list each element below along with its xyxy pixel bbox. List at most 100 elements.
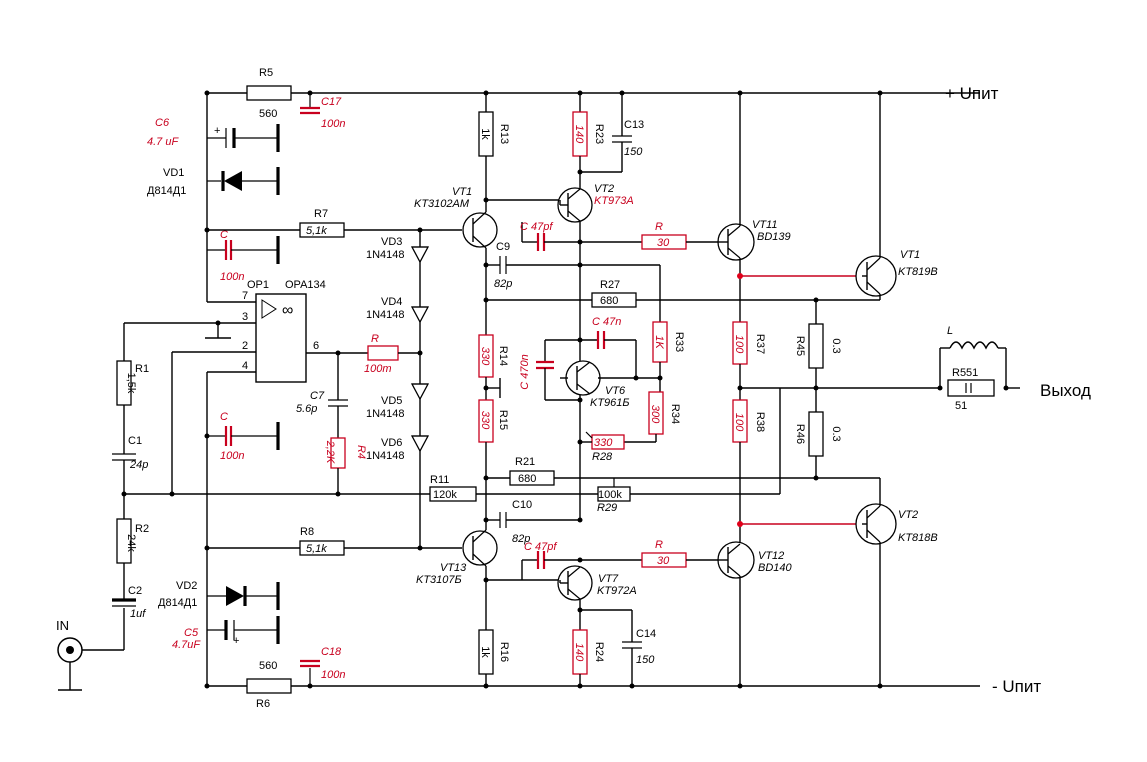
c6-ref: C6 — [155, 117, 170, 129]
r23-value: 140 — [573, 125, 585, 144]
vd4-diode: VD4 1N4148 — [366, 296, 430, 324]
r21-ref: R21 — [515, 456, 535, 468]
vt1a-part: KT3102AM — [414, 198, 470, 210]
vt13-ref: VT13 — [440, 562, 467, 574]
r38-ref: R38 — [754, 412, 766, 432]
r23-ref: R23 — [593, 124, 605, 144]
c10-ref: C10 — [512, 499, 532, 511]
r7-value: 5,1k — [306, 225, 327, 237]
r6-value: 560 — [259, 660, 277, 672]
r29-ref: R29 — [597, 502, 617, 514]
r7-resistor: R7 5,1k — [207, 208, 462, 238]
opamp-pin3: 3 — [242, 311, 248, 323]
r27-value: 680 — [600, 295, 618, 307]
r4-value: 2,2K — [324, 440, 336, 464]
rb1-ref: R — [655, 221, 663, 233]
c5-value: 4.7uF — [172, 639, 201, 651]
cm1-label: C 47pf — [520, 221, 553, 233]
output-label: Выход — [1040, 381, 1091, 400]
vd2-ref: VD2 — [176, 580, 197, 592]
opamp-op1: ∞ OP1 OPA134 7 3 2 6 4 R 100m C7 5.6p R4… — [242, 279, 420, 497]
r13-value: 1k — [479, 128, 491, 140]
vt1b-ref: VT1 — [900, 249, 920, 261]
vt2a-ref: VT2 — [594, 183, 614, 195]
r15-ref: R15 — [497, 410, 509, 430]
vt7-part: KT972A — [597, 585, 637, 597]
c13-value: 150 — [624, 146, 643, 158]
negative-supply-rail: - Uпит — [207, 677, 1041, 696]
r15-value: 330 — [479, 411, 491, 430]
c2-ref: C2 — [128, 585, 142, 597]
input-label: IN — [56, 618, 69, 633]
vt12-ref: VT12 — [758, 550, 784, 562]
vt11-ref: VT11 — [752, 219, 777, 231]
r28-value: 330 — [594, 437, 613, 449]
r37-ref: R37 — [754, 334, 766, 354]
r24-ref: R24 — [593, 642, 605, 662]
r6-ref: R6 — [256, 698, 270, 710]
r8-ref: R8 — [300, 526, 314, 538]
r21-value: 680 — [518, 473, 536, 485]
c1-ref: C1 — [128, 435, 142, 447]
r11-value: 120k — [433, 489, 457, 501]
vd5-ref: VD5 — [381, 395, 402, 407]
vt1a-ref: VT1 — [452, 186, 472, 198]
vt7-ref: VT7 — [598, 573, 619, 585]
c1-value: 24p — [129, 459, 148, 471]
c5-plus: + — [233, 635, 239, 647]
c-lower-value: 100n — [220, 450, 244, 462]
c7-ref: C7 — [310, 390, 325, 402]
vt2-output-transistor: VT2 KT818B — [855, 503, 938, 545]
r29-value: 100k — [598, 489, 622, 501]
vt11-part: BD139 — [757, 231, 791, 243]
r27-ref: R27 — [600, 279, 620, 291]
vd3-ref: VD3 — [381, 236, 402, 248]
r33-value: 1K — [653, 335, 665, 349]
c14-ref: C14 — [636, 628, 656, 640]
r11-ref: R11 — [430, 474, 449, 486]
vd4-part: 1N4148 — [366, 309, 405, 321]
r38-value: 100 — [733, 413, 745, 432]
r45-ref: R45 — [794, 336, 806, 356]
r8-resistor: R8 5,1k — [207, 526, 462, 556]
r28-ref: R28 — [592, 451, 613, 463]
c17-value: 100n — [321, 118, 345, 130]
r45-value: 0.3 — [830, 338, 842, 353]
r-opamp-value: 100m — [364, 363, 392, 375]
vt2b-part: KT818B — [898, 532, 938, 544]
c-lower-ref: C — [220, 411, 228, 423]
svg-text:∞: ∞ — [282, 302, 293, 319]
vt13-part: KT3107Б — [416, 574, 462, 586]
r551-value: 51 — [955, 400, 967, 412]
vd5-part: 1N4148 — [366, 408, 405, 420]
c-upper-ref: C — [220, 229, 228, 241]
input-stage: IN C2 1uf R2 24k C1 24p R1 1,5k — [56, 320, 780, 691]
r37-value: 100 — [733, 335, 745, 354]
opamp-pin2: 2 — [242, 340, 248, 352]
vd3-diode: VD3 1N4148 — [366, 236, 430, 264]
r16-ref: R16 — [498, 642, 510, 662]
c47n-label: C 47n — [592, 316, 621, 328]
vd1-ref: VD1 — [163, 167, 184, 179]
vt2-driver-transistor: VT2 KT973A — [557, 183, 634, 223]
c6-value: 4.7 uF — [147, 136, 179, 148]
vt12-part: BD140 — [758, 562, 793, 574]
upper-supply-filter: R5 560 C17 100n + C6 4.7 uF VD1 Д814Д1 C… — [147, 67, 345, 303]
opamp-part: OPA134 — [285, 279, 326, 291]
vt6-vbe-multiplier: VT6 KT961Б — [565, 360, 630, 409]
r46-ref: R46 — [794, 424, 806, 444]
r24-value: 140 — [573, 643, 585, 662]
cm2-label: C 47pf — [524, 541, 557, 553]
c10-value: 82p — [512, 533, 530, 545]
r16-value: 1k — [479, 646, 491, 658]
vt1b-part: KT819B — [898, 266, 938, 278]
c9-ref: C9 — [496, 241, 510, 253]
rb2-ref: R — [655, 539, 663, 551]
opamp-pin6: 6 — [313, 340, 319, 352]
vt1-input-transistor: VT1 KT3102AM — [414, 186, 498, 249]
c9-value: 82p — [494, 278, 512, 290]
vt2b-ref: VT2 — [898, 509, 918, 521]
r551-ref: R551 — [952, 367, 978, 379]
vd1-part: Д814Д1 — [147, 185, 186, 197]
